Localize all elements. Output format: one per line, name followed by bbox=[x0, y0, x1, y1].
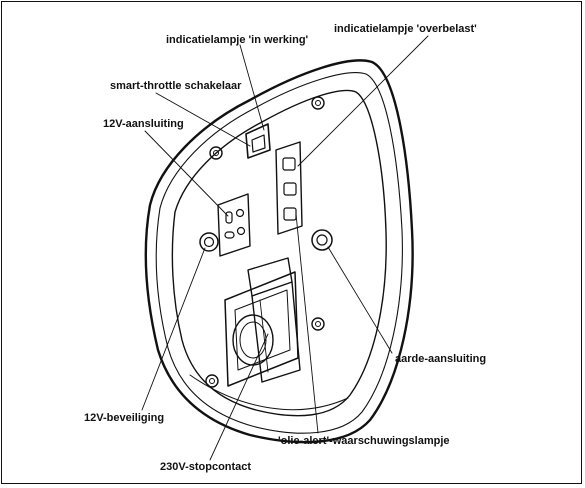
panel-rim-inner-edge bbox=[155, 72, 403, 434]
label-oil-alert-lamp: 'olie-alert'-waarschuwingslampje bbox=[278, 435, 450, 447]
leader-lines bbox=[141, 35, 429, 461]
screw-top-left bbox=[209, 146, 223, 160]
dc-12v-plate bbox=[217, 193, 251, 257]
dc-12v-breaker bbox=[199, 232, 219, 252]
screw-top-right bbox=[311, 96, 325, 110]
screw-bottom-left bbox=[205, 374, 219, 388]
smart-throttle-switch bbox=[245, 123, 271, 159]
label-12v-protection: 12V-beveiliging bbox=[84, 412, 165, 424]
ac-230v-socket bbox=[224, 257, 301, 387]
label-indicator-in-operation: indicatielampje 'in werking' bbox=[166, 34, 309, 46]
label-indicator-overload: indicatielampje 'overbelast' bbox=[334, 23, 477, 35]
label-12v-connection: 12V-aansluiting bbox=[103, 118, 184, 130]
screw-bottom-right bbox=[311, 317, 325, 331]
panel-outer-rim bbox=[144, 59, 414, 444]
label-smart-throttle-switch: smart-throttle schakelaar bbox=[110, 80, 242, 92]
indicator-lamp-strip bbox=[275, 141, 303, 235]
label-earth-connection: aarde-aansluiting bbox=[395, 353, 487, 365]
panel-face bbox=[171, 89, 387, 417]
label-230v-socket: 230V-stopcontact bbox=[160, 461, 252, 473]
earth-terminal bbox=[311, 229, 333, 251]
